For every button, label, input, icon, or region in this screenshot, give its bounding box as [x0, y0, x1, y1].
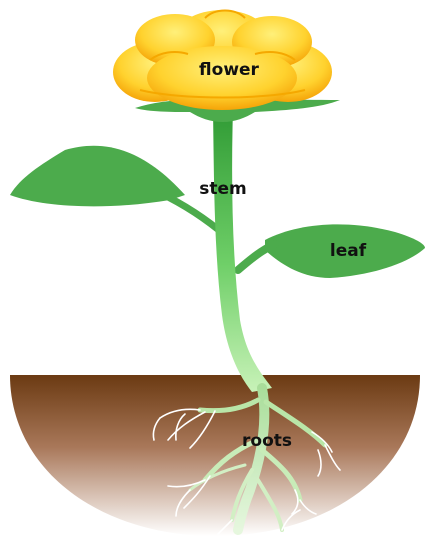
leaf-label: leaf	[330, 241, 367, 261]
flower-label: flower	[199, 60, 260, 80]
roots-label: roots	[242, 431, 292, 451]
left-leaf	[10, 146, 185, 207]
right-leaf-petiole	[238, 244, 275, 270]
stem-label: stem	[199, 179, 247, 199]
soil	[10, 375, 420, 536]
